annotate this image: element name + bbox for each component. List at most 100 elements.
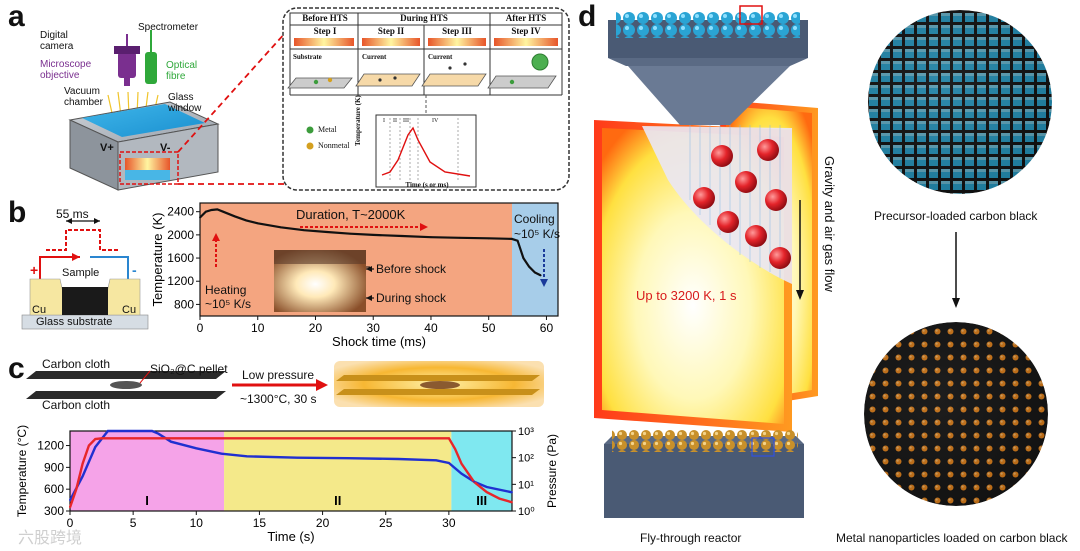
y-tick-label-b: 1200 (167, 274, 194, 288)
step-4: Step IV (511, 26, 541, 36)
pressure-point-c (346, 457, 349, 460)
data-point-b (199, 216, 201, 219)
carbon-cloth-bottom (26, 391, 226, 399)
step-1: Step I (313, 26, 337, 36)
x-tick-label-c: 25 (379, 516, 393, 530)
data-point-b (522, 257, 525, 259)
pressure-point-c (473, 480, 476, 483)
data-point-b (222, 210, 224, 213)
data-point-b (528, 265, 531, 268)
header-after: After HTS (505, 13, 547, 23)
data-point-b (539, 274, 542, 277)
fly-through-reactor-caption: Fly-through reactor (640, 531, 742, 545)
y-axis-label-b: Temperature (K) (150, 213, 165, 307)
camera-label: Digital camera (40, 30, 74, 52)
pressure-point-c (296, 456, 299, 459)
reactor-temperature-label: Up to 3200 K, 1 s (636, 288, 737, 303)
carbon-cloth-top-label: Carbon cloth (42, 357, 111, 371)
data-point-b (372, 233, 375, 236)
pressure-point-c (106, 430, 109, 432)
collector-box (604, 430, 804, 518)
phase-label-2: II (334, 493, 341, 508)
temp-point-c (498, 497, 501, 500)
data-point-b (279, 226, 282, 229)
camera-icon (114, 34, 140, 86)
temp-point-c (511, 501, 513, 504)
pressure-point-c (397, 458, 400, 460)
sio2-pellet (110, 381, 142, 389)
data-point-b (245, 219, 248, 222)
temperature-time-label: ~1300°C, 30 s (240, 392, 317, 406)
pressure-point-c (81, 475, 84, 478)
inset-box (282, 7, 570, 191)
x-tick-label-c: 10 (190, 516, 204, 530)
feed-hopper (608, 5, 808, 125)
precursor-caption: Precursor-loaded carbon black (874, 209, 1038, 223)
fibre-label: Optical fibre (166, 60, 198, 82)
data-point-b (216, 208, 219, 211)
heating-label-1: Heating (205, 283, 247, 297)
precursor-sphere (868, 10, 1052, 194)
header-before: Before HTS (302, 13, 348, 23)
pressure-point-c (460, 472, 463, 475)
vplus-label: V+ (100, 142, 114, 154)
objective-label: Microscope objective (40, 59, 92, 81)
data-point-b (458, 236, 461, 239)
x-tick-label-c: 5 (130, 516, 137, 530)
x-tick-label-b: 30 (367, 321, 381, 335)
watermark: 六股跨境 (18, 530, 83, 547)
panel-d-figure (594, 5, 1052, 518)
phase-bg-3 (451, 431, 512, 511)
pressure-point-c (245, 455, 248, 458)
step-3: Step III (442, 26, 472, 36)
product-caption: Metal nanoparticles loaded on carbon bla… (836, 531, 1068, 545)
y-axis-label-c: Temperature (°C) (15, 425, 29, 517)
minus-terminal: - (132, 262, 137, 278)
window-label: Glass window (168, 92, 202, 114)
carbon-cloth-bottom-label: Carbon cloth (42, 398, 111, 412)
temp-point-c (94, 438, 97, 440)
y2-tick-label-c: 10³ (518, 426, 534, 438)
temp-point-c (69, 506, 71, 509)
pressure-point-c (157, 432, 160, 435)
panel-label-b: b (8, 196, 27, 229)
data-point-b (487, 237, 490, 240)
data-point-b (430, 236, 432, 239)
pressure-point-c (447, 462, 450, 464)
panel-label-c: c (8, 352, 25, 385)
x-tick-label-b: 40 (424, 321, 438, 335)
pressure-point-c (511, 491, 513, 494)
y2-tick-label-c: 10¹ (518, 479, 534, 491)
pressure-point-c (170, 440, 172, 443)
pulse-width-label: 55 ms (56, 207, 89, 221)
data-point-b (256, 222, 259, 225)
pellet-label: SiO₂@C pellet (150, 362, 228, 376)
temp-point-c (454, 448, 457, 451)
y2-tick-label-c: 10² (518, 453, 534, 465)
panel-a-figure (68, 7, 570, 191)
data-point-b (349, 232, 352, 235)
panel-label-a: a (8, 0, 25, 33)
inset-phase-1: I (383, 118, 385, 124)
heating-label-2: ~10⁵ K/s (205, 297, 252, 311)
data-point-b (210, 209, 213, 211)
before-shock-label: Before shock (376, 262, 447, 276)
x-tick-label-c: 20 (316, 516, 330, 530)
x-tick-label-b: 20 (309, 321, 323, 335)
data-point-b (516, 239, 519, 242)
temperature-curve-c (68, 437, 513, 508)
chart-c-frame (69, 430, 513, 512)
y-tick-label-c: 900 (44, 460, 64, 474)
x-tick-label-b: 50 (482, 321, 496, 335)
vacuum-chamber (68, 101, 220, 191)
inset-graph-ylabel: Temperature (K) (354, 95, 362, 146)
cu-left-label: Cu (32, 304, 47, 316)
glass-substrate-label: Glass substrate (36, 316, 113, 328)
data-point-b (303, 229, 305, 232)
data-point-b (204, 210, 207, 213)
panel-label-d: d (578, 0, 597, 33)
cooling-label-1: Cooling (514, 212, 555, 226)
x-tick-label-b: 0 (197, 321, 204, 335)
